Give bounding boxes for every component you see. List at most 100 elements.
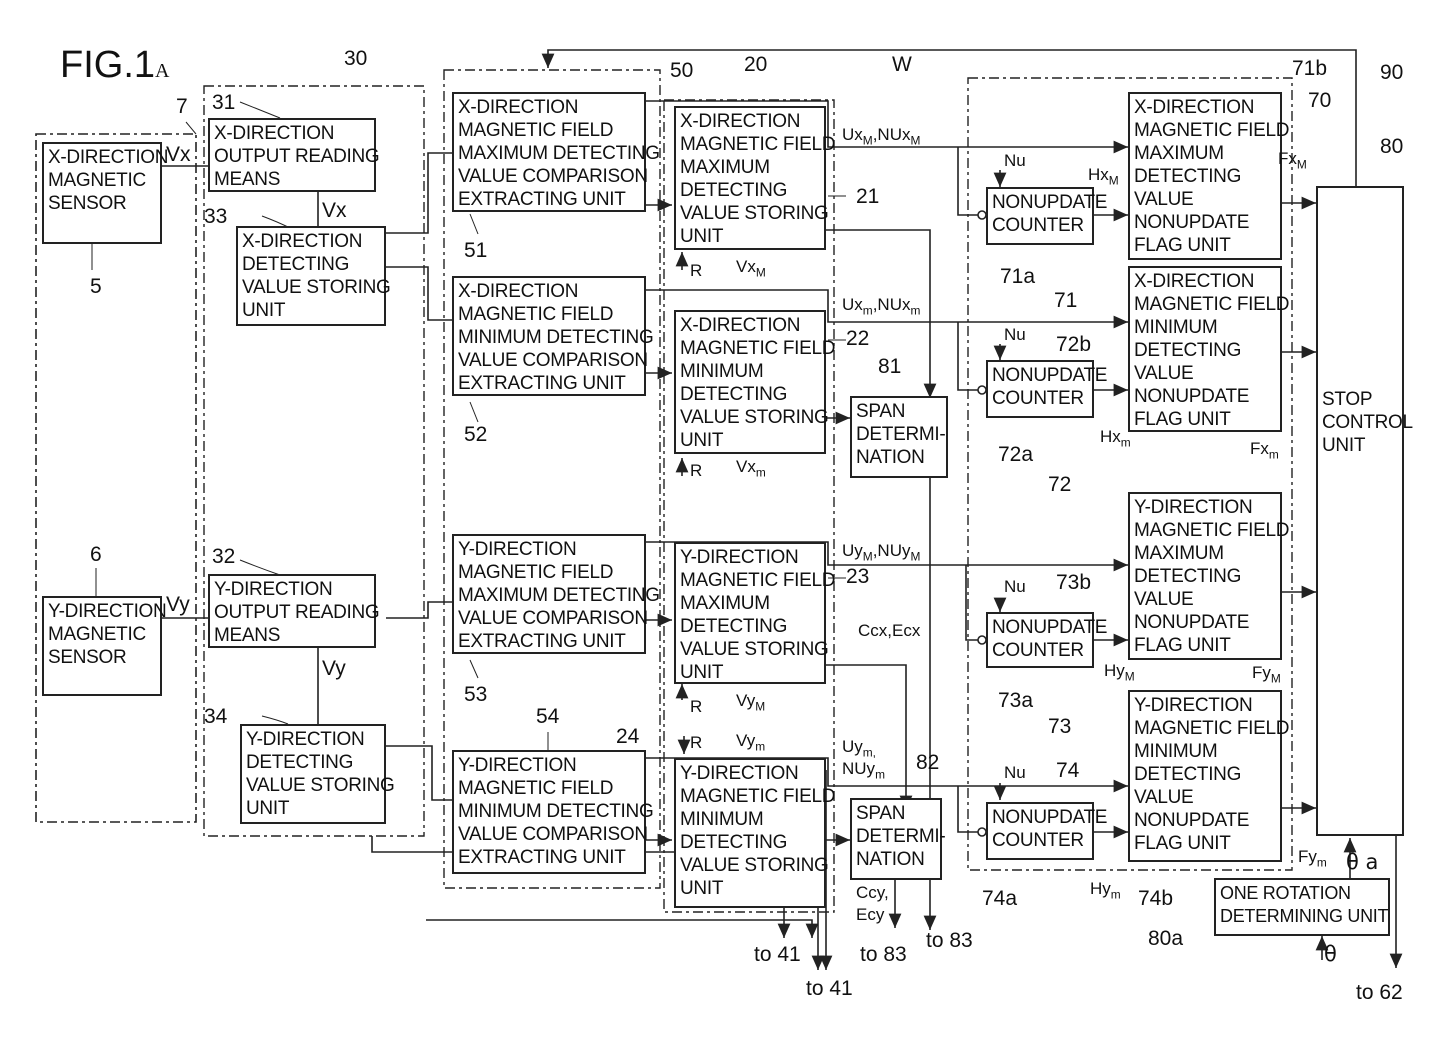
nonupdate-counter-72a: NONUPDATE COUNTER xyxy=(986,360,1094,418)
signal-fym-main: Fy xyxy=(1298,847,1317,866)
y-direction-sensor: Y-DIRECTION MAGNETIC SENSOR xyxy=(42,596,162,696)
signal-ccx-ecx: Ccx,Ecx xyxy=(858,622,920,639)
y-min-nonupdate-flag-unit: Y-DIRECTION MAGNETIC FIELD MINIMUM DETEC… xyxy=(1128,690,1282,862)
signal-ccy: Ccy, xyxy=(856,884,889,901)
signal-nuxM-sub: M xyxy=(910,133,920,147)
ref-80a: 80a xyxy=(1148,928,1183,949)
y-min-storing-unit: Y-DIRECTION MAGNETIC FIELD MINIMUM DETEC… xyxy=(674,758,826,908)
signal-fxM-sub: M xyxy=(1297,157,1307,171)
signal-hy-min: Hym xyxy=(1090,880,1121,901)
ref-81: 81 xyxy=(878,356,901,377)
ref-74a: 74a xyxy=(982,888,1017,909)
signal-uxM-main: Ux xyxy=(842,125,863,144)
x-min-comparison-unit: X-DIRECTION MAGNETIC FIELD MINIMUM DETEC… xyxy=(452,276,646,396)
signal-r-23: R xyxy=(690,698,702,715)
signal-fy-max: FyM xyxy=(1252,664,1281,685)
ref-71b: 71b xyxy=(1292,58,1327,79)
ref-6: 6 xyxy=(90,544,102,565)
signal-nuym-sub: m xyxy=(875,767,885,781)
ref-72a: 72a xyxy=(998,444,1033,465)
ref-72: 72 xyxy=(1048,474,1071,495)
x-output-reading-means: X-DIRECTION OUTPUT READING MEANS xyxy=(208,118,376,192)
signal-uxm-main: Ux xyxy=(842,295,863,314)
ref-52: 52 xyxy=(464,424,487,445)
signal-nu-71: Nu xyxy=(1004,152,1026,169)
y-max-nonupdate-flag-unit: Y-DIRECTION MAGNETIC FIELD MAXIMUM DETEC… xyxy=(1128,492,1282,660)
figure-title-suffix: A xyxy=(155,60,169,82)
signal-hxm-sub: m xyxy=(1121,435,1131,449)
ref-70: 70 xyxy=(1308,90,1331,111)
x-max-storing-unit: X-DIRECTION MAGNETIC FIELD MAXIMUM DETEC… xyxy=(674,106,826,250)
signal-vxm: Vxm xyxy=(736,458,766,479)
ref-34: 34 xyxy=(204,706,227,727)
signal-hx-max: HxM xyxy=(1088,166,1119,187)
y-max-storing-unit: Y-DIRECTION MAGNETIC FIELD MAXIMUM DETEC… xyxy=(674,542,826,684)
x-direction-sensor: X-DIRECTION MAGNETIC SENSOR xyxy=(42,142,162,244)
signal-w: W xyxy=(892,54,912,75)
ref-74b: 74b xyxy=(1138,888,1173,909)
figure-title: FIG.1A xyxy=(60,46,169,84)
one-rotation-determining-unit: ONE ROTATION DETERMINING UNIT xyxy=(1214,878,1390,936)
ref-5: 5 xyxy=(90,276,102,297)
signal-r-21: R xyxy=(690,262,702,279)
signal-uym-sub: m, xyxy=(863,745,876,759)
x-min-storing-unit: X-DIRECTION MAGNETIC FIELD MINIMUM DETEC… xyxy=(674,310,826,454)
signal-nuyM-main: ,NUy xyxy=(873,541,911,560)
output-to-41-upper: to 41 xyxy=(754,944,801,965)
signal-fx-min: Fxm xyxy=(1250,440,1279,461)
ref-51: 51 xyxy=(464,240,487,261)
signal-vyM: VyM xyxy=(736,692,765,713)
signal-hxm-main: Hx xyxy=(1100,427,1121,446)
signal-nu-74: Nu xyxy=(1004,764,1026,781)
signal-fyM-main: Fy xyxy=(1252,663,1271,682)
signal-fxM-main: Fx xyxy=(1278,149,1297,168)
y-output-reading-means: Y-DIRECTION OUTPUT READING MEANS xyxy=(208,574,376,648)
ref-50: 50 xyxy=(670,60,693,81)
signal-uyM-sub: M xyxy=(863,549,873,563)
signal-vym-main: Vy xyxy=(736,731,755,750)
signal-hxM-sub: M xyxy=(1109,173,1119,187)
y-min-comparison-unit: Y-DIRECTION MAGNETIC FIELD MINIMUM DETEC… xyxy=(452,750,646,874)
output-to-62: to 62 xyxy=(1356,982,1403,1003)
signal-nuxm-sub: m xyxy=(910,303,920,317)
signal-hym-main: Hy xyxy=(1090,879,1111,898)
ref-33: 33 xyxy=(204,206,227,227)
signal-uxM-sub: M xyxy=(863,133,873,147)
signal-nuy-min: NUym xyxy=(842,760,885,781)
signal-hyM-main: Hy xyxy=(1104,661,1125,680)
signal-nuyM-sub: M xyxy=(910,549,920,563)
x-max-comparison-unit: X-DIRECTION MAGNETIC FIELD MAXIMUM DETEC… xyxy=(452,92,646,212)
signal-vy-reading: Vy xyxy=(322,658,346,679)
ref-20: 20 xyxy=(744,54,767,75)
ref-24: 24 xyxy=(616,726,639,747)
signal-hx-min: Hxm xyxy=(1100,428,1131,449)
signal-hyM-sub: M xyxy=(1125,669,1135,683)
signal-vy-sensor: Vy xyxy=(166,594,190,615)
ref-82: 82 xyxy=(916,752,939,773)
signal-fx-max: FxM xyxy=(1278,150,1307,171)
y-max-comparison-unit: Y-DIRECTION MAGNETIC FIELD MAXIMUM DETEC… xyxy=(452,534,646,654)
signal-nuxM-main: ,NUx xyxy=(873,125,911,144)
signal-vxM: VxM xyxy=(736,258,766,279)
y-detecting-value-storing-unit: Y-DIRECTION DETECTING VALUE STORING UNIT xyxy=(240,724,386,824)
ref-54: 54 xyxy=(536,706,559,727)
span-determination-82: SPAN DETERMI- NATION xyxy=(850,798,942,880)
signal-hym-sub: m xyxy=(1111,887,1121,901)
nonupdate-counter-71a: NONUPDATE COUNTER xyxy=(986,187,1094,245)
signal-vx-reading: Vx xyxy=(322,200,347,221)
signal-r-22: R xyxy=(690,462,702,479)
signal-vyM-main: Vy xyxy=(736,691,755,710)
signal-theta-a: θ a xyxy=(1346,852,1378,873)
signal-ecy: Ecy xyxy=(856,906,884,923)
output-to-83-right: to 83 xyxy=(926,930,973,951)
ref-21: 21 xyxy=(856,186,879,207)
nonupdate-counter-73a: NONUPDATE COUNTER xyxy=(986,612,1094,668)
signal-ux-min: Uxm,NUxm xyxy=(842,296,920,317)
signal-fy-min: Fym xyxy=(1298,848,1327,869)
nonupdate-counter-74a: NONUPDATE COUNTER xyxy=(986,802,1094,860)
signal-vyM-sub: M xyxy=(755,699,765,713)
signal-theta: θ xyxy=(1324,944,1337,965)
ref-22: 22 xyxy=(846,328,869,349)
signal-hxM-main: Hx xyxy=(1088,165,1109,184)
signal-vxm-sub: m xyxy=(756,465,766,479)
